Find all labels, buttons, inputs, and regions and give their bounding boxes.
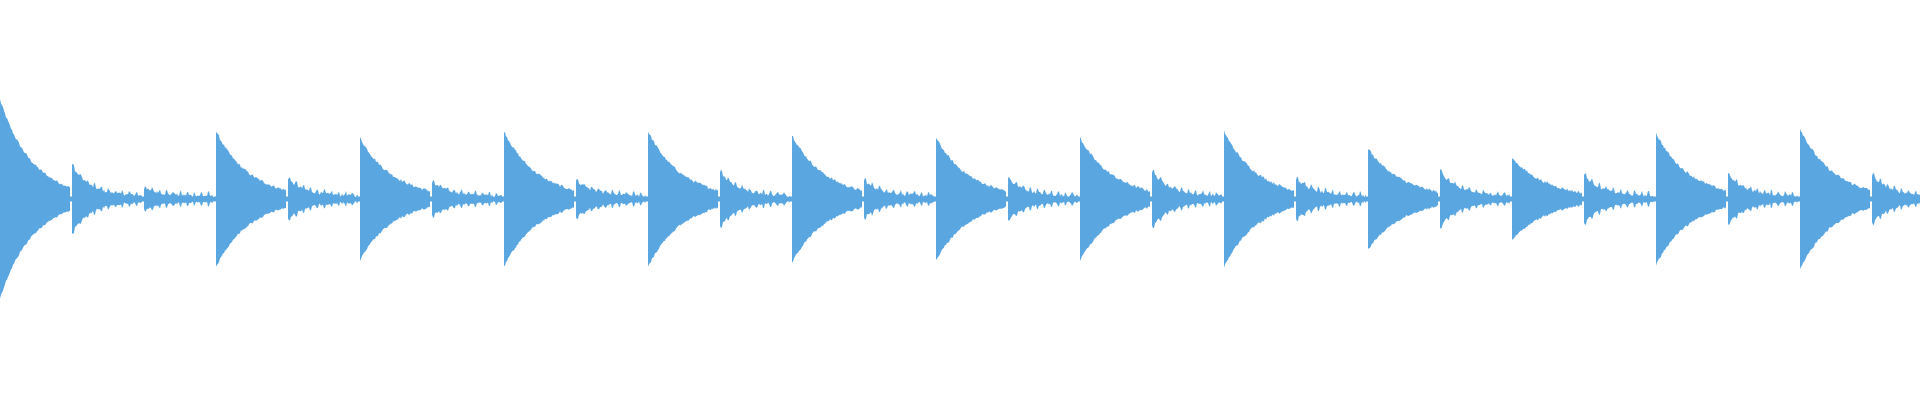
- waveform-baseline: [70, 196, 72, 202]
- waveform-baseline: [1510, 196, 1512, 202]
- waveform-baseline: [1150, 196, 1152, 202]
- waveform-segment-major: [0, 99, 70, 299]
- waveform-segment-minor: [576, 178, 646, 220]
- waveform-segment-minor: [72, 163, 142, 234]
- waveform-baseline: [1654, 196, 1656, 202]
- waveform-segment-major: [1800, 128, 1870, 270]
- waveform-segment-minor: [1584, 173, 1654, 225]
- waveform-segment-major: [1368, 149, 1438, 249]
- waveform-segment-minor: [864, 177, 934, 220]
- waveform-segment-minor: [1152, 169, 1222, 229]
- waveform-baseline: [286, 196, 288, 202]
- waveform-baseline: [862, 196, 864, 202]
- waveform-segment-major: [504, 132, 574, 266]
- waveform-baseline: [1222, 196, 1224, 202]
- waveform-baseline: [1798, 196, 1800, 202]
- waveform-segment-major: [1656, 132, 1726, 266]
- waveform-segment-minor: [432, 180, 502, 218]
- waveform-baseline: [358, 196, 360, 202]
- waveform-baseline: [574, 196, 576, 202]
- waveform-baseline: [646, 196, 648, 202]
- waveform-segment-major: [360, 136, 430, 262]
- waveform-baseline: [142, 196, 144, 202]
- waveform-segment-major: [1512, 158, 1582, 240]
- waveform-baseline: [1726, 196, 1728, 202]
- waveform-segment-minor: [1008, 177, 1078, 221]
- waveform-segment-minor: [1440, 168, 1510, 229]
- waveform-segment-minor: [1872, 173, 1920, 225]
- waveform-baseline: [1006, 196, 1008, 202]
- waveform-segment-major: [792, 135, 862, 263]
- waveform-segment-minor: [144, 186, 214, 212]
- waveform-baseline: [214, 196, 216, 202]
- waveform-segment-minor: [720, 169, 790, 229]
- waveform-segment-minor: [1296, 176, 1366, 222]
- waveform-baseline: [718, 196, 720, 202]
- waveform-segment-major: [648, 131, 718, 267]
- waveform-segment-minor: [288, 177, 358, 221]
- waveform-baseline: [934, 196, 936, 202]
- waveform-baseline: [790, 196, 792, 202]
- waveform-baseline: [1870, 196, 1872, 202]
- waveform-baseline: [430, 196, 432, 202]
- waveform-baseline: [1366, 196, 1368, 202]
- waveform-segment-major: [936, 138, 1006, 260]
- waveform-segment-minor: [1728, 172, 1798, 226]
- waveform-baseline: [1294, 196, 1296, 202]
- waveform-segment-major: [216, 131, 286, 267]
- waveform-baseline: [502, 196, 504, 202]
- waveform-baseline: [1582, 196, 1584, 202]
- waveform-segment-major: [1080, 136, 1150, 261]
- waveform-baseline: [1078, 196, 1080, 202]
- waveform-baseline: [1438, 196, 1440, 202]
- waveform-segment-major: [1224, 129, 1294, 268]
